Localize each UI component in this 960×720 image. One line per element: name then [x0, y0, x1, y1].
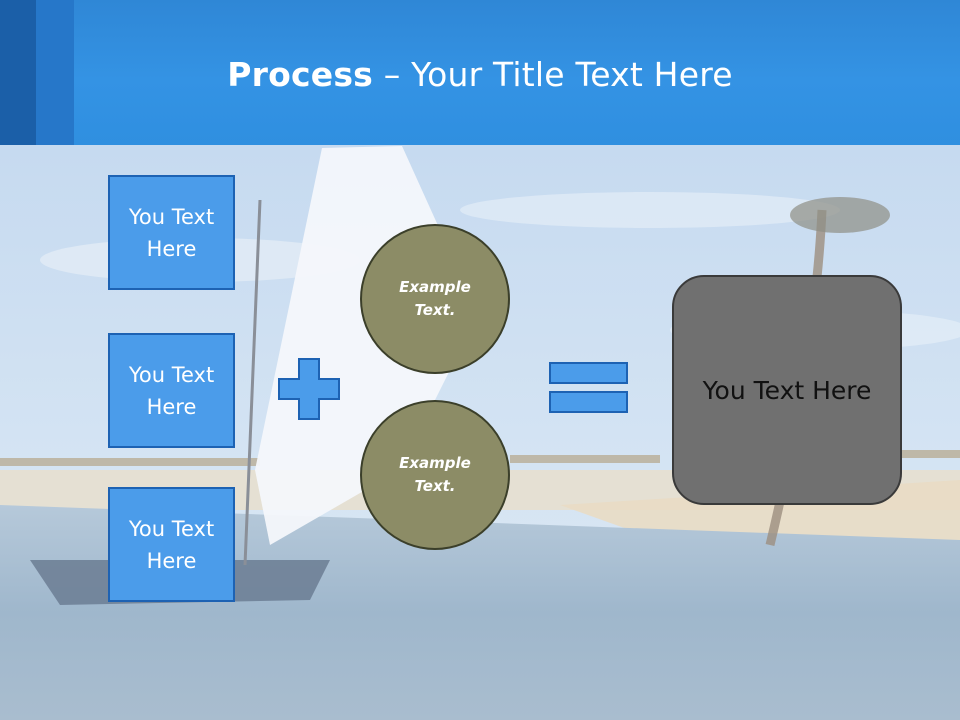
title-bold: Process: [227, 55, 374, 94]
plus-icon: [278, 358, 340, 420]
text-box-label: You Text Here: [128, 362, 215, 419]
text-box-2[interactable]: You Text Here: [108, 333, 235, 448]
text-box-3[interactable]: You Text Here: [108, 487, 235, 602]
slide-title[interactable]: Process – Your Title Text Here: [0, 55, 960, 95]
circle-label: Example Text.: [399, 454, 471, 495]
text-box-1[interactable]: You Text Here: [108, 175, 235, 290]
text-box-label: You Text Here: [128, 204, 215, 261]
example-circle-1[interactable]: Example Text.: [360, 224, 510, 374]
result-label: You Text Here: [702, 375, 872, 405]
text-box-label: You Text Here: [128, 516, 215, 573]
title-bar: Process – Your Title Text Here: [0, 0, 960, 145]
accent-stripe: [0, 0, 36, 145]
equals-icon: [549, 362, 628, 413]
circle-label: Example Text.: [399, 278, 471, 319]
title-rest: – Your Title Text Here: [373, 55, 733, 94]
example-circle-2[interactable]: Example Text.: [360, 400, 510, 550]
result-box[interactable]: You Text Here: [672, 275, 902, 505]
accent-stripe: [36, 0, 74, 145]
